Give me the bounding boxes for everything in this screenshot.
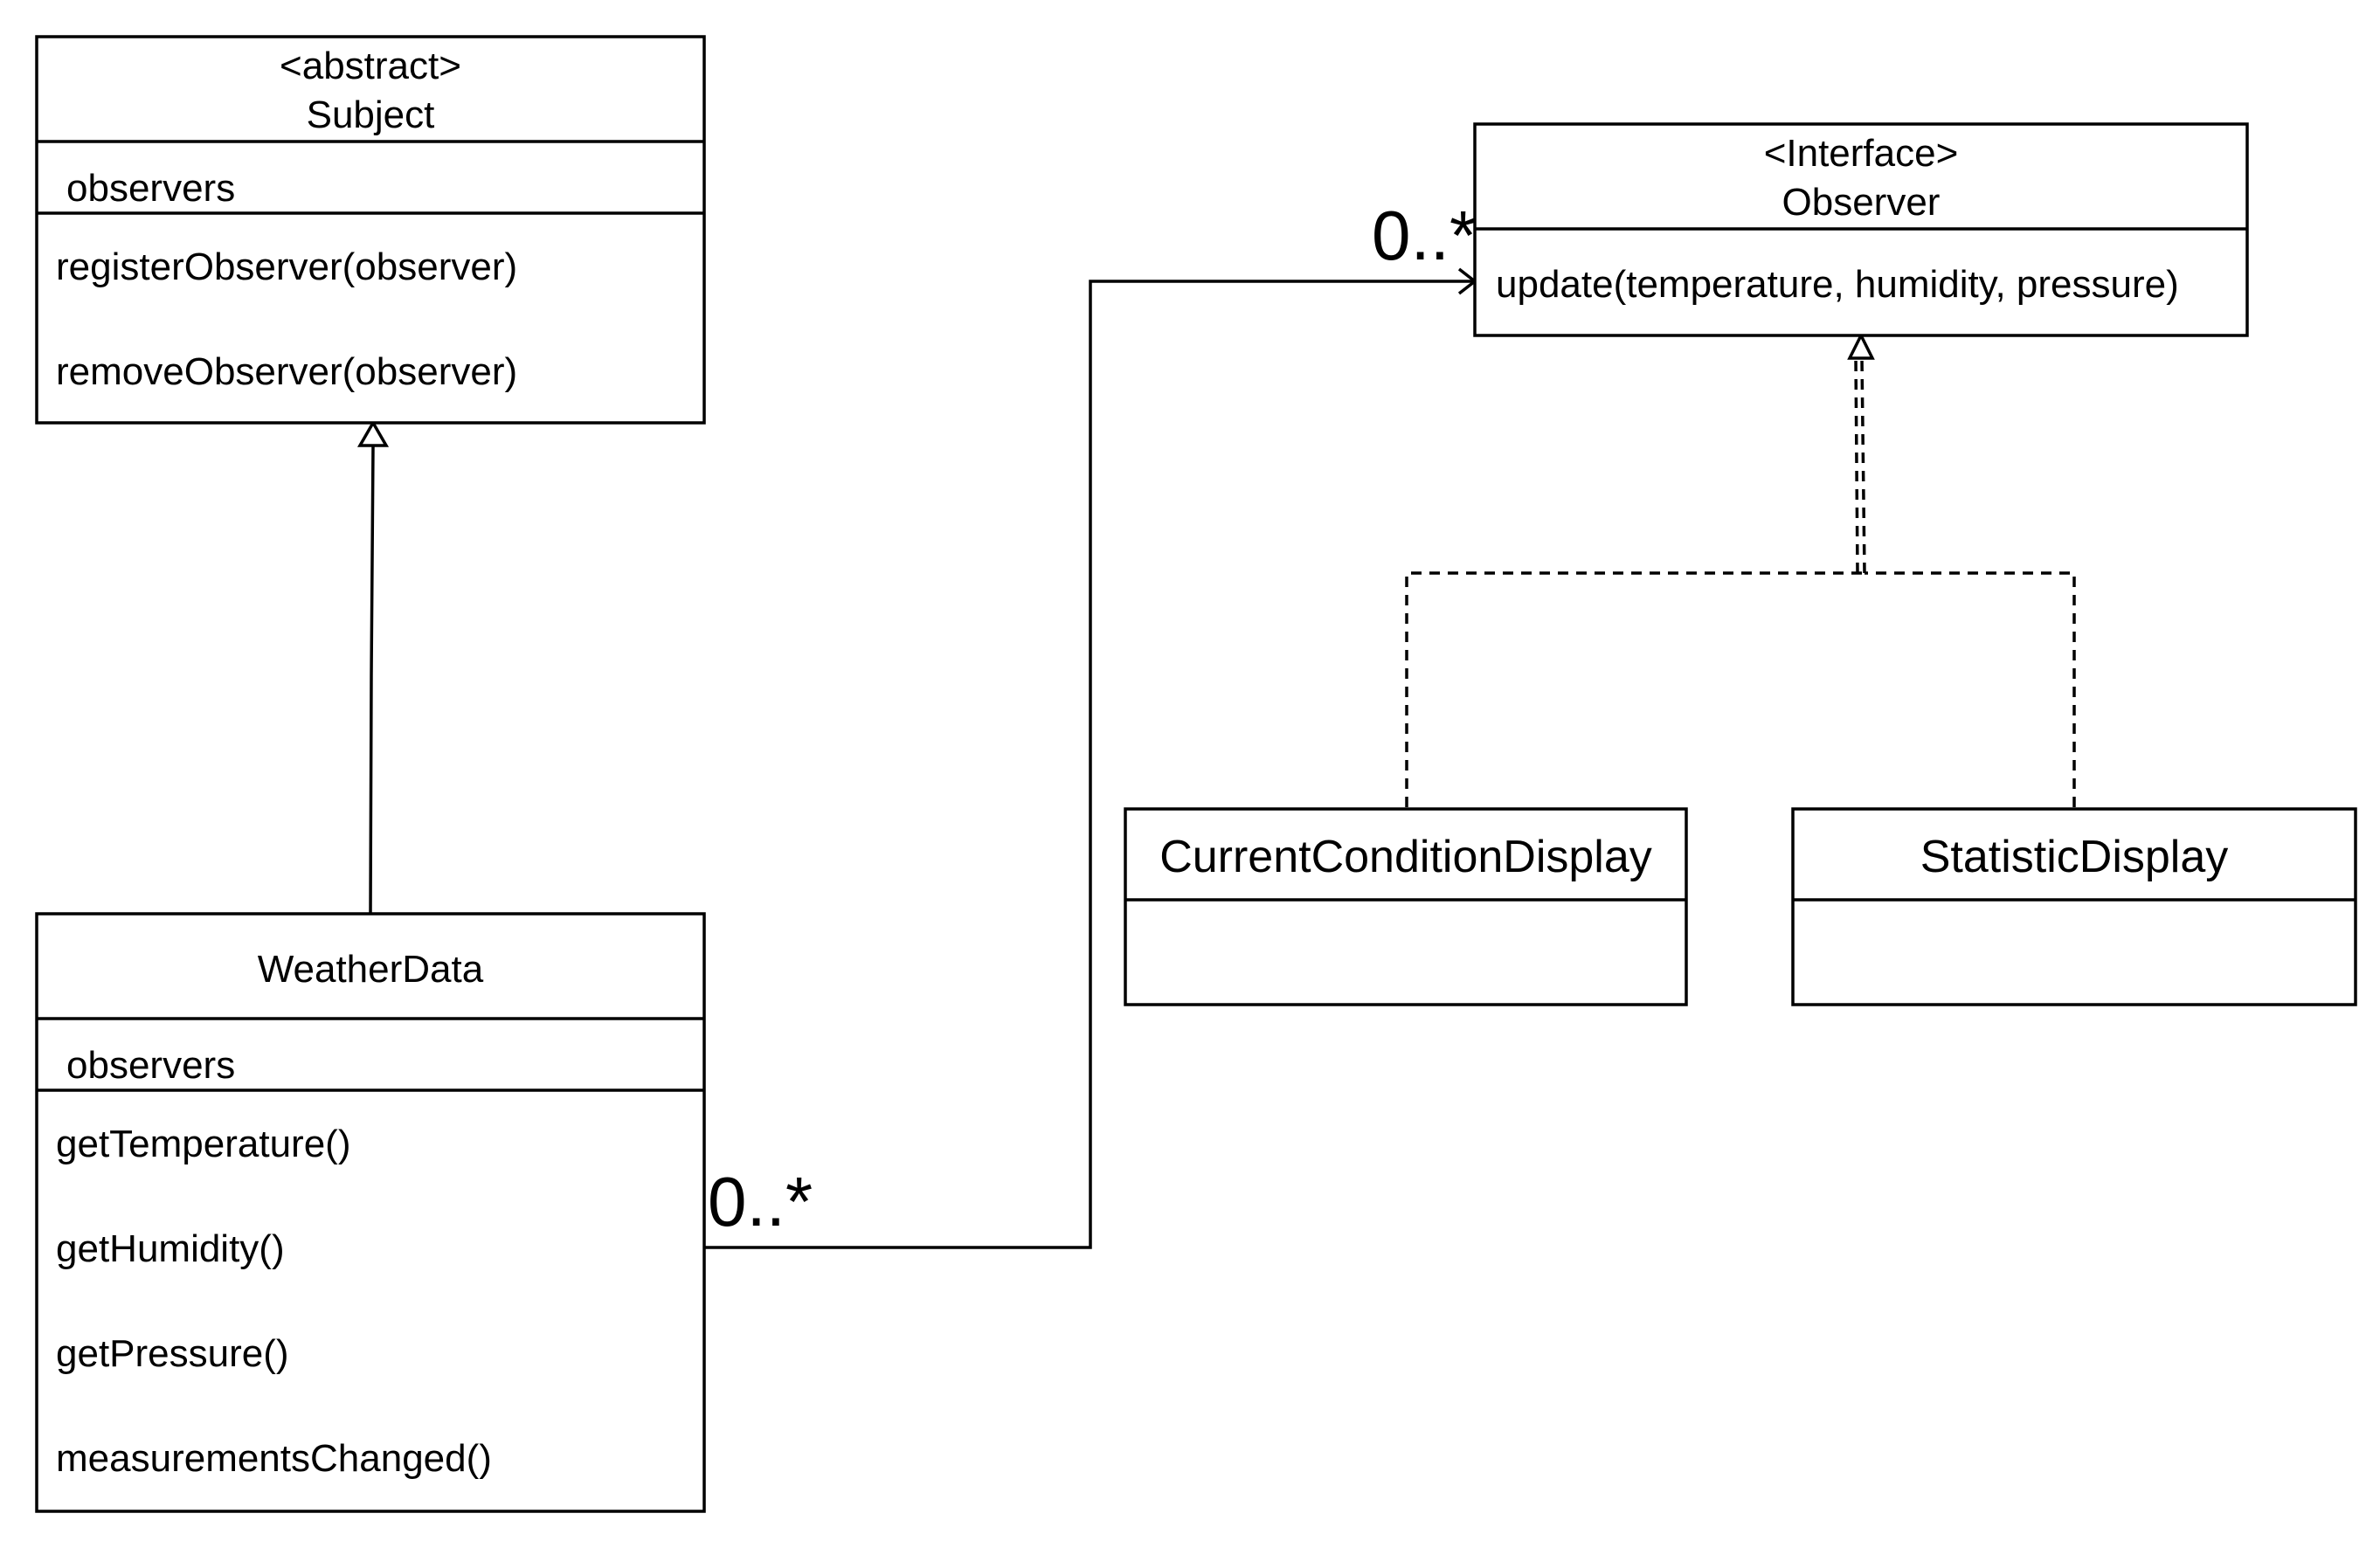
- class-method: update(temperature, humidity, pressure): [1496, 263, 2179, 306]
- class-name: WeatherData: [258, 948, 484, 991]
- class-stereotype: <abstract>: [280, 45, 461, 87]
- class-attribute: observers: [66, 167, 235, 210]
- multiplicity-source: 0..*: [708, 1163, 813, 1240]
- class-observer[interactable]: <Interface> Observer update(temperature,…: [1473, 122, 2249, 337]
- realization-trunk-offset: [1854, 357, 1859, 574]
- class-method: removeObserver(observer): [56, 350, 517, 393]
- hollow-triangle-arrowhead: [1847, 332, 1875, 360]
- class-name: StatisticDisplay: [1920, 832, 2229, 882]
- class-subject[interactable]: <abstract> Subject observers registerObs…: [35, 35, 706, 425]
- class-statistic-display[interactable]: StatisticDisplay: [1791, 807, 2357, 1006]
- realization-trunk: [1860, 357, 1866, 574]
- class-method: getPressure(): [56, 1332, 289, 1375]
- realization-connectors: [1405, 332, 2076, 807]
- association-connector: [704, 267, 1477, 1249]
- class-attribute: observers: [66, 1044, 235, 1087]
- realization-statistic: [1865, 571, 2076, 807]
- class-current-condition-display[interactable]: CurrentConditionDisplay: [1124, 807, 1688, 1006]
- generalization-connector: [356, 419, 390, 915]
- class-weather-data[interactable]: WeatherData observers getTemperature() g…: [35, 912, 706, 1513]
- class-method: measurementsChanged(): [56, 1437, 492, 1480]
- class-name: Observer: [1782, 181, 1941, 224]
- hollow-triangle-arrowhead: [356, 419, 390, 447]
- class-name: Subject: [307, 93, 435, 136]
- class-method: registerObserver(observer): [56, 245, 517, 288]
- realization-current-condition: [1405, 571, 1865, 807]
- class-method: getHumidity(): [56, 1227, 285, 1270]
- class-method: getTemperature(): [56, 1123, 350, 1165]
- multiplicity-target: 0..*: [1372, 197, 1477, 274]
- class-name: CurrentConditionDisplay: [1159, 832, 1652, 882]
- class-stereotype: <Interface>: [1764, 132, 1959, 175]
